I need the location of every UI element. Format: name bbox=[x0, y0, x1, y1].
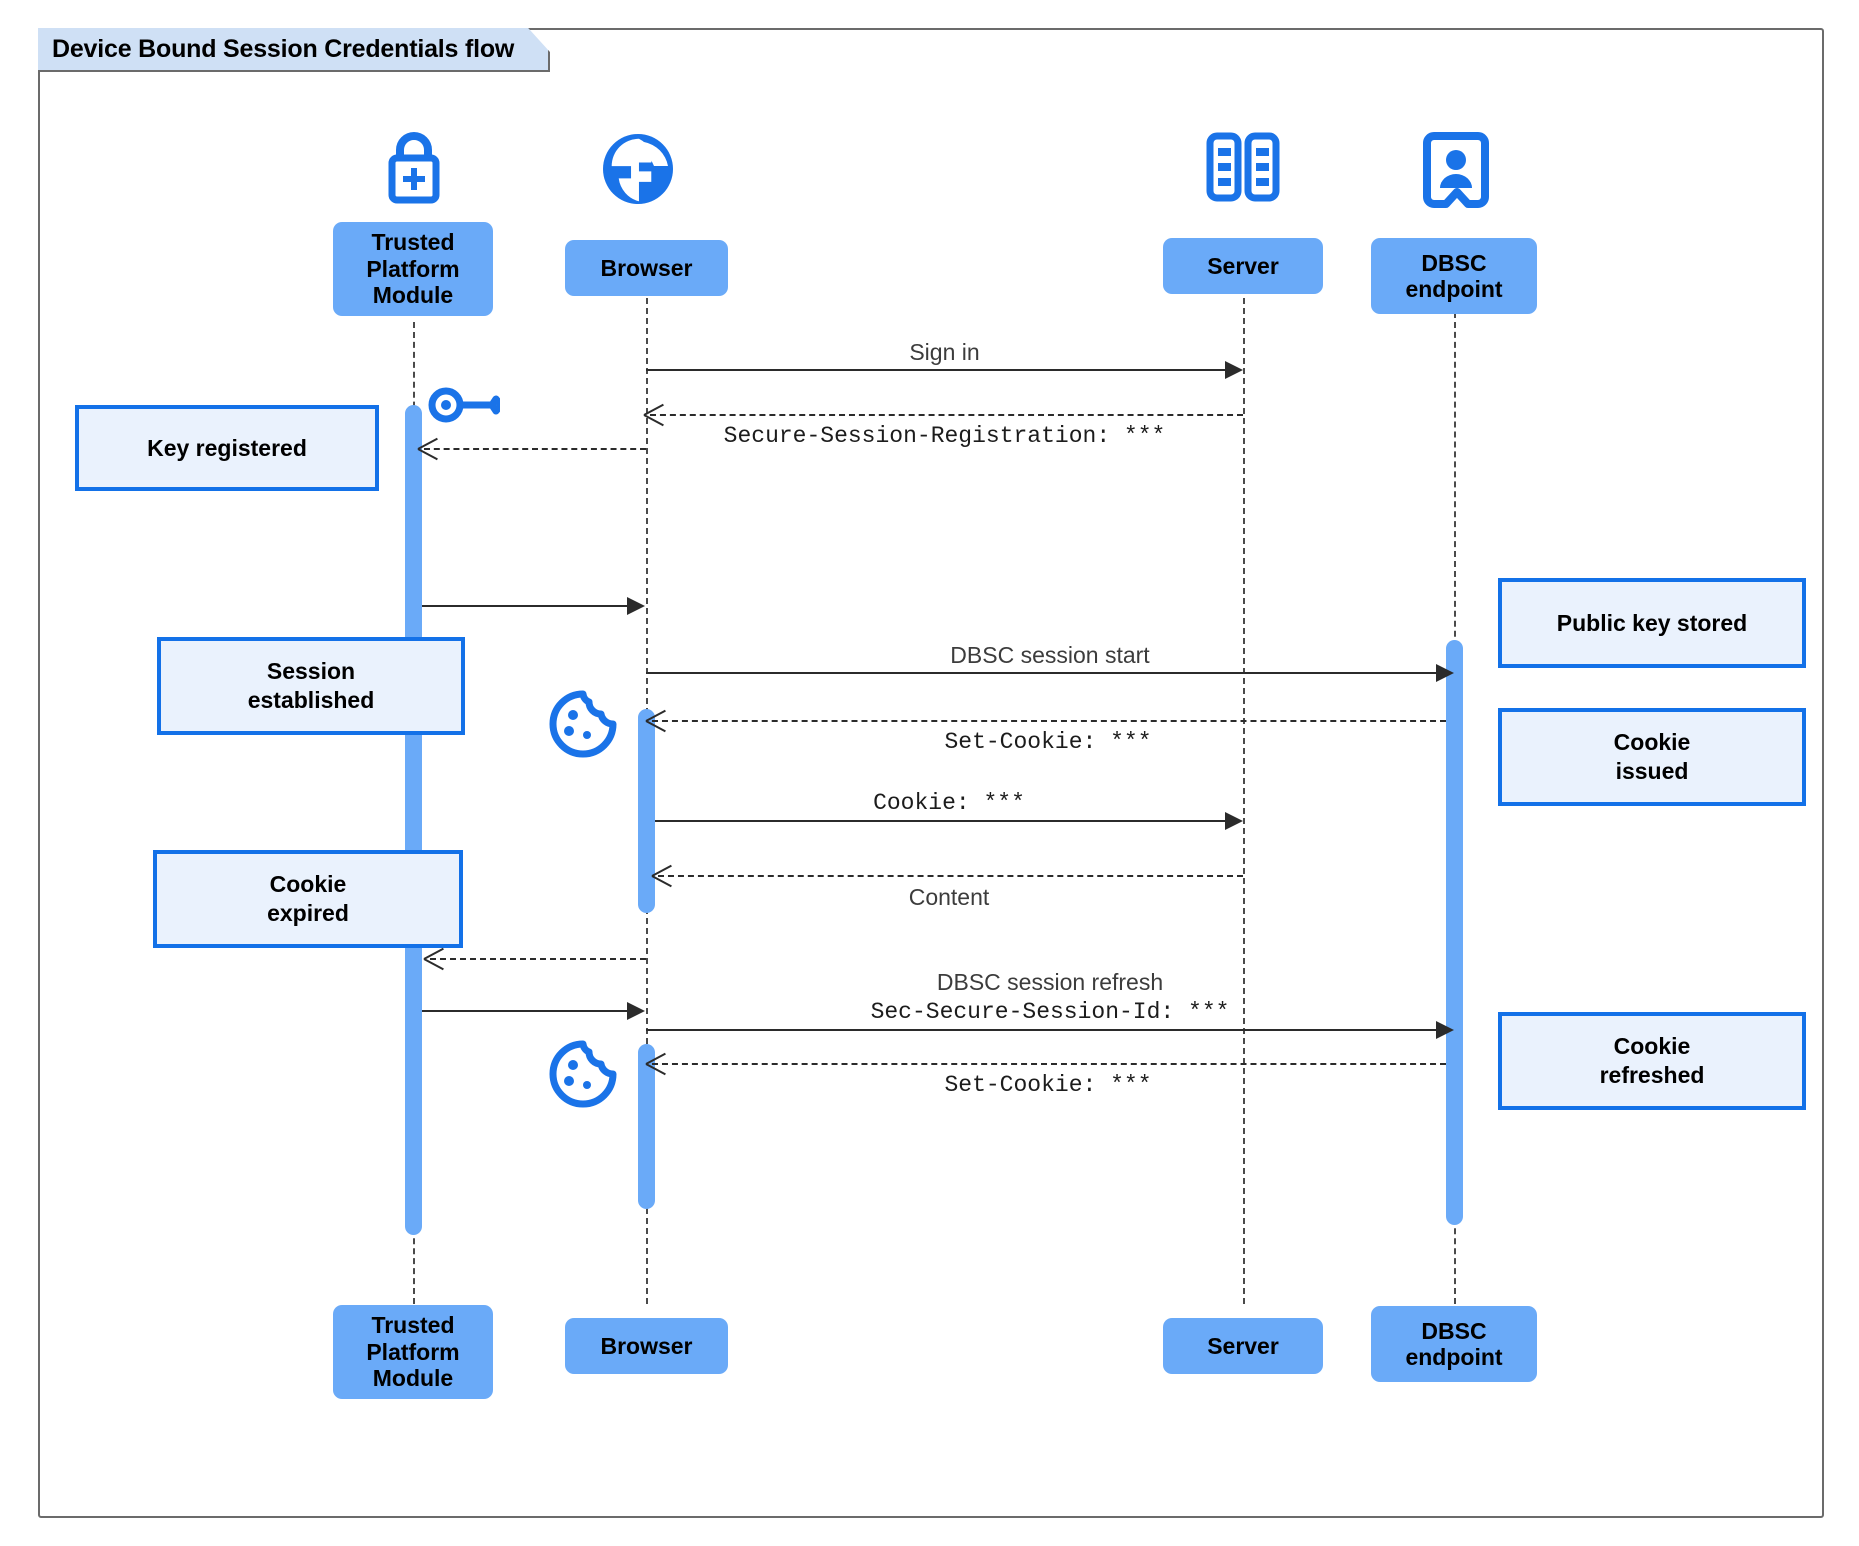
message-arrow-cookie-request bbox=[655, 820, 1226, 822]
message-label-sign-in: Sign in bbox=[909, 339, 980, 365]
participant-label: Server bbox=[1207, 252, 1279, 279]
message-arrow-secure-session-registration bbox=[650, 414, 1243, 416]
arrow-head-dbsc-session-start bbox=[1436, 664, 1454, 682]
arrow-head-browser-to-tpm bbox=[424, 948, 444, 968]
message-label-secure-session-registration: Secure-Session-Registration: *** bbox=[723, 423, 1166, 449]
participant-dbsc-bottom[interactable]: DBSC endpoint bbox=[1371, 1306, 1537, 1382]
note-text: Cookie issued bbox=[1613, 729, 1691, 784]
activation-bar-dbsc bbox=[1446, 640, 1463, 1225]
participant-tpm-top[interactable]: Trusted Platform Module bbox=[333, 222, 493, 316]
note-public-key-stored: Public key stored bbox=[1498, 578, 1806, 668]
arrow-head-secure-session-registration bbox=[644, 404, 664, 424]
message-label-dbsc-session-start: DBSC session start bbox=[950, 642, 1150, 668]
arrow-head-dbsc-session-refresh bbox=[1436, 1021, 1454, 1039]
activation-bar-browser-1 bbox=[638, 709, 655, 913]
globe-icon bbox=[596, 128, 680, 215]
key-icon bbox=[428, 382, 505, 433]
participant-label: Browser bbox=[600, 254, 693, 281]
message-label-set-cookie-1: Set-Cookie: *** bbox=[944, 729, 1152, 755]
diagram-title: Device Bound Session Credentials flow bbox=[38, 28, 550, 72]
message-arrow-dbsc-session-refresh bbox=[646, 1029, 1436, 1031]
participant-tpm-bottom[interactable]: Trusted Platform Module bbox=[333, 1305, 493, 1399]
participant-dbsc-top[interactable]: DBSC endpoint bbox=[1371, 238, 1537, 314]
activation-bar-browser-2 bbox=[638, 1044, 655, 1209]
participant-browser-bottom[interactable]: Browser bbox=[565, 1318, 728, 1374]
message-arrow-sign-in bbox=[646, 369, 1226, 371]
message-arrow-content bbox=[658, 875, 1243, 877]
message-arrow-set-cookie-2 bbox=[652, 1063, 1446, 1065]
note-text: Cookie expired bbox=[267, 871, 349, 926]
lock-plus-icon bbox=[370, 128, 458, 215]
server-rack-icon bbox=[1200, 130, 1286, 213]
cookie-icon bbox=[547, 688, 619, 765]
participant-server-bottom[interactable]: Server bbox=[1163, 1318, 1323, 1374]
message-label-set-cookie-2: Set-Cookie: *** bbox=[944, 1072, 1152, 1098]
arrow-head-sign-in bbox=[1225, 361, 1243, 379]
id-badge-icon bbox=[1420, 130, 1492, 215]
note-session-established: Session established bbox=[157, 637, 465, 735]
arrow-head-content bbox=[652, 865, 672, 885]
arrow-head-tpm-to-browser-1 bbox=[627, 597, 645, 615]
note-text: Session established bbox=[247, 658, 375, 713]
message-label-content: Content bbox=[908, 884, 990, 910]
note-connector-key-registered bbox=[424, 448, 646, 450]
arrow-head-tpm-to-browser-2 bbox=[627, 1002, 645, 1020]
message-arrow-browser-to-tpm bbox=[430, 958, 646, 960]
participant-label: Trusted Platform Module bbox=[366, 229, 460, 309]
cookie-icon bbox=[547, 1038, 619, 1115]
lifeline-server bbox=[1243, 248, 1245, 1304]
participant-label: Browser bbox=[600, 1332, 693, 1359]
arrow-head-set-cookie-2 bbox=[646, 1053, 666, 1073]
participant-label: Server bbox=[1207, 1332, 1279, 1359]
note-key-registered: Key registered bbox=[75, 405, 379, 491]
participant-label: DBSC endpoint bbox=[1405, 249, 1503, 302]
note-cookie-expired: Cookie expired bbox=[153, 850, 463, 948]
note-cookie-refreshed: Cookie refreshed bbox=[1498, 1012, 1806, 1110]
arrow-head-key-registered bbox=[418, 438, 438, 458]
participant-server-top[interactable]: Server bbox=[1163, 238, 1323, 294]
diagram-frame bbox=[38, 28, 1824, 1518]
arrow-head-cookie-request bbox=[1225, 812, 1243, 830]
message-arrow-tpm-to-browser-1 bbox=[422, 605, 628, 607]
message-label-dbsc-session-refresh-line2: Sec-Secure-Session-Id: *** bbox=[870, 999, 1230, 1025]
note-text: Cookie refreshed bbox=[1599, 1033, 1705, 1088]
message-label-cookie-request: Cookie: *** bbox=[873, 790, 1025, 816]
activation-bar-tpm bbox=[405, 405, 422, 1235]
note-text: Public key stored bbox=[1556, 609, 1748, 636]
participant-label: DBSC endpoint bbox=[1405, 1317, 1503, 1370]
message-arrow-set-cookie-1 bbox=[652, 720, 1446, 722]
participant-browser-top[interactable]: Browser bbox=[565, 240, 728, 296]
message-arrow-tpm-to-browser-2 bbox=[422, 1010, 628, 1012]
message-label-dbsc-session-refresh-line1: DBSC session refresh bbox=[936, 969, 1164, 995]
note-text: Key registered bbox=[147, 434, 307, 461]
message-arrow-dbsc-session-start bbox=[646, 672, 1436, 674]
arrow-head-set-cookie-1 bbox=[646, 710, 666, 730]
participant-label: Trusted Platform Module bbox=[366, 1312, 460, 1392]
note-cookie-issued: Cookie issued bbox=[1498, 708, 1806, 806]
